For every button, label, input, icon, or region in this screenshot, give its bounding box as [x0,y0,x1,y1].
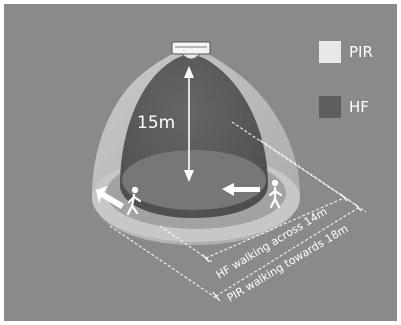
pir-range-dimension [109,121,367,303]
dimension-ticks [202,193,362,301]
pir-legend-swatch [319,41,341,63]
hf-floor [122,150,266,210]
hf-legend-label: HF [349,98,369,116]
hf-legend-swatch [319,96,341,118]
walking-person-icon-right [268,179,283,209]
pir-legend-label: PIR [349,43,373,61]
height-label: 15m [137,113,175,133]
sensor-device-icon [171,41,211,60]
left-arrow-icon [96,186,124,209]
right-arrow-icon [222,183,260,196]
height-arrow [184,66,194,182]
walking-person-icon-left [126,186,142,216]
